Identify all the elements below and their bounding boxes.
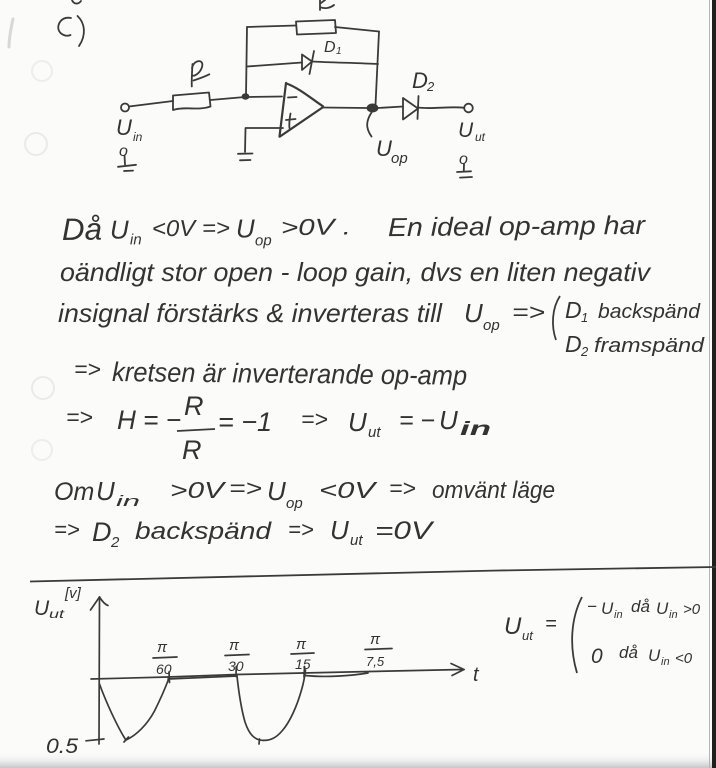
svg-text:backspänd: backspänd bbox=[598, 301, 701, 323]
svg-text:R: R bbox=[182, 435, 202, 465]
svg-text:2: 2 bbox=[426, 79, 435, 94]
svg-text:t: t bbox=[473, 664, 480, 686]
svg-text:ut: ut bbox=[49, 607, 65, 621]
svg-text:op: op bbox=[391, 150, 408, 167]
svg-text:0: 0 bbox=[591, 645, 603, 668]
svg-text:1: 1 bbox=[581, 310, 588, 325]
svg-text:1: 1 bbox=[336, 46, 342, 57]
svg-text:in: in bbox=[614, 609, 623, 621]
svg-text:<0: <0 bbox=[675, 650, 693, 667]
svg-text:ut: ut bbox=[522, 628, 534, 643]
svg-text:U: U bbox=[236, 213, 255, 243]
svg-text:ut: ut bbox=[350, 532, 363, 549]
svg-text:o: o bbox=[119, 143, 128, 160]
svg-text:U: U bbox=[110, 214, 129, 244]
svg-text:då: då bbox=[631, 597, 650, 616]
svg-text:=>: => bbox=[288, 517, 314, 542]
svg-text:π: π bbox=[157, 639, 168, 656]
svg-text:π: π bbox=[296, 636, 307, 653]
svg-text:D: D bbox=[565, 297, 582, 323]
svg-text:omvänt läge: omvänt läge bbox=[432, 477, 555, 504]
svg-text:oändligt stor open - loop gain: oändligt stor open - loop gain, dvs en l… bbox=[60, 257, 652, 287]
svg-text:in: in bbox=[669, 609, 678, 621]
svg-text:U: U bbox=[439, 405, 458, 435]
svg-text:Då: Då bbox=[62, 212, 102, 247]
svg-text:15: 15 bbox=[295, 656, 311, 672]
svg-text:=>: => bbox=[54, 517, 80, 542]
svg-text:=>: => bbox=[229, 475, 262, 501]
svg-text:0.5: 0.5 bbox=[46, 735, 78, 758]
svg-text:>0V .: >0V . bbox=[281, 213, 351, 240]
svg-text:En ideal op-amp har: En ideal op-amp har bbox=[388, 210, 647, 242]
svg-text:=>: => bbox=[512, 299, 545, 325]
svg-text:>0: >0 bbox=[683, 601, 701, 618]
svg-text:7,5: 7,5 bbox=[366, 654, 385, 669]
svg-text:U: U bbox=[504, 613, 522, 640]
svg-text:H = −: H = − bbox=[117, 405, 181, 435]
svg-text:= −1: = −1 bbox=[218, 407, 272, 437]
svg-text:U: U bbox=[376, 136, 392, 161]
svg-text:op: op bbox=[286, 495, 303, 512]
svg-text:insignal förstärks & invertera: insignal förstärks & inverteras till bbox=[58, 298, 443, 328]
svg-text:backspänd: backspänd bbox=[135, 518, 272, 545]
svg-text:U: U bbox=[464, 298, 483, 328]
svg-text:op: op bbox=[483, 317, 500, 334]
svg-text:U: U bbox=[458, 119, 474, 142]
svg-text:U: U bbox=[330, 515, 349, 545]
svg-text:Om: Om bbox=[54, 478, 94, 506]
svg-text:=: = bbox=[545, 613, 557, 635]
svg-text:=>: => bbox=[301, 406, 328, 432]
svg-text:kretsen är inverterande op-amp: kretsen är inverterande op-amp bbox=[112, 357, 467, 391]
svg-text:D: D bbox=[92, 517, 112, 547]
svg-text:π: π bbox=[229, 637, 240, 654]
svg-text:U: U bbox=[116, 115, 132, 140]
svg-text:U: U bbox=[34, 597, 50, 620]
svg-text:framspänd: framspänd bbox=[594, 335, 705, 357]
svg-text:>0V: >0V bbox=[170, 477, 227, 503]
svg-text:=>: => bbox=[74, 356, 101, 382]
svg-text:π: π bbox=[370, 631, 381, 648]
svg-text:ut: ut bbox=[368, 424, 381, 441]
svg-text:U: U bbox=[601, 599, 614, 618]
svg-text:D: D bbox=[324, 39, 336, 56]
svg-text:U: U bbox=[96, 476, 115, 506]
svg-text:[v]: [v] bbox=[64, 585, 82, 602]
svg-text:U: U bbox=[267, 476, 286, 506]
svg-text:då: då bbox=[619, 643, 638, 662]
svg-text:2: 2 bbox=[580, 344, 589, 359]
svg-text:in: in bbox=[661, 656, 670, 668]
svg-text:<0V =>: <0V => bbox=[152, 215, 230, 242]
svg-text:=>: => bbox=[389, 475, 416, 501]
svg-text:<0V: <0V bbox=[319, 477, 379, 503]
svg-text:U: U bbox=[348, 407, 367, 437]
svg-text:=0V: =0V bbox=[375, 517, 435, 545]
svg-text:−: − bbox=[587, 597, 597, 616]
svg-text:in: in bbox=[460, 419, 491, 440]
svg-text:= −: = − bbox=[399, 405, 435, 435]
svg-text:in: in bbox=[130, 231, 142, 248]
svg-text:in: in bbox=[133, 130, 143, 144]
svg-text:D: D bbox=[565, 331, 582, 357]
svg-text:2: 2 bbox=[110, 534, 120, 551]
svg-text:op: op bbox=[255, 232, 272, 249]
svg-text:U: U bbox=[656, 599, 669, 618]
svg-text:60: 60 bbox=[156, 661, 172, 677]
svg-text:o: o bbox=[459, 151, 468, 168]
svg-text:R: R bbox=[184, 391, 204, 421]
svg-text:ut: ut bbox=[475, 130, 486, 144]
svg-text:U: U bbox=[648, 646, 661, 665]
svg-text:=>: => bbox=[66, 404, 93, 430]
svg-text:30: 30 bbox=[228, 658, 244, 674]
svg-text:in: in bbox=[116, 493, 140, 510]
svg-text:D: D bbox=[412, 68, 428, 93]
